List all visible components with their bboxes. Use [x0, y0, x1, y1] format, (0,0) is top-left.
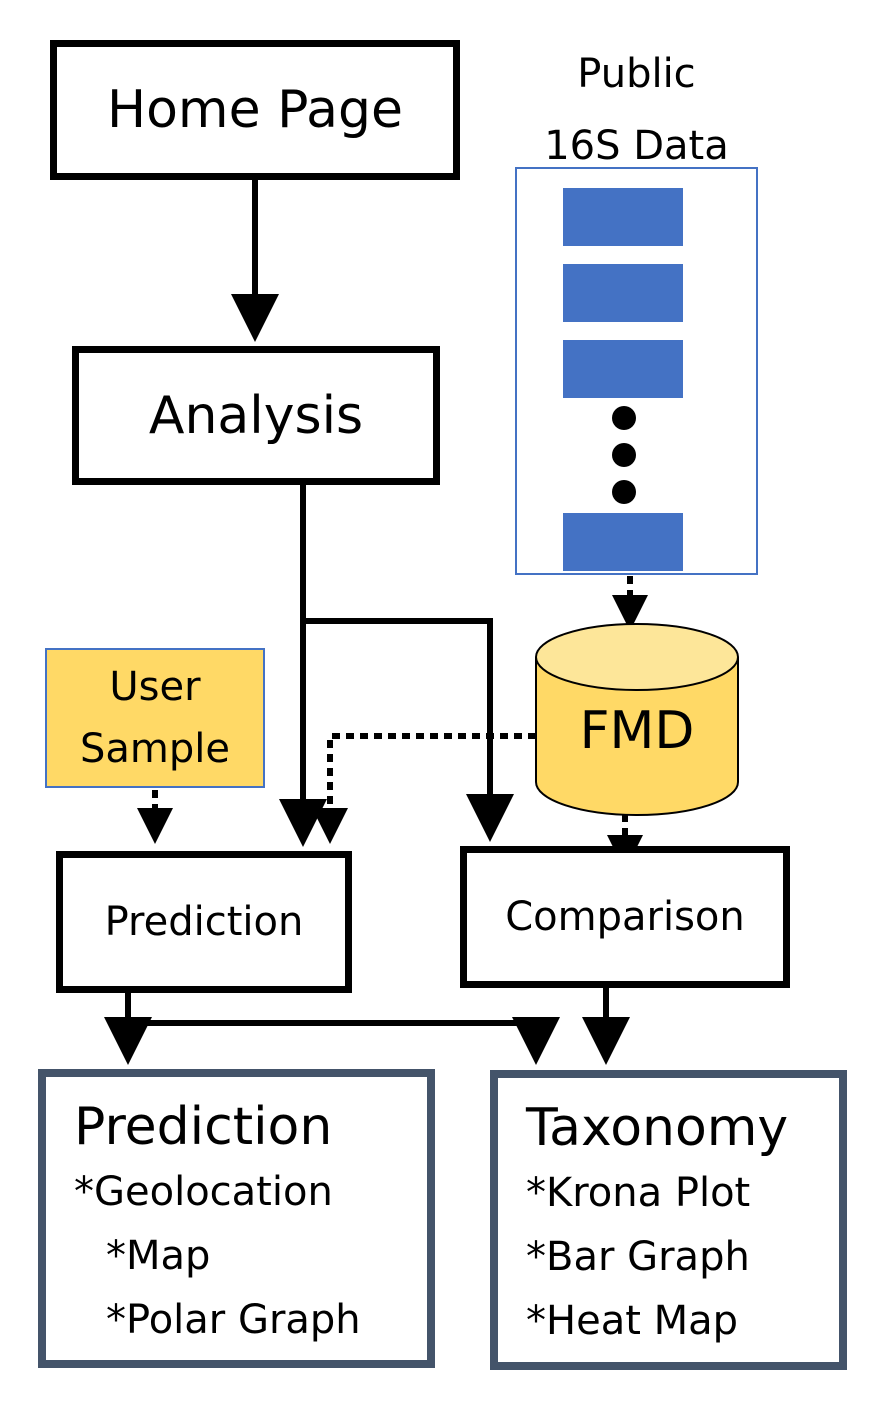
sequence-block [563, 340, 683, 398]
taxonomy-item-krona-plot: *Krona Plot [526, 1170, 751, 1216]
prediction-item-geolocation: *Geolocation [74, 1169, 333, 1215]
sequence-block [563, 188, 683, 246]
comparison-step-box: Comparison [460, 846, 790, 988]
arrow-prediction-taxonomy [128, 1017, 560, 1065]
fmd-database [535, 623, 739, 816]
user-sample-box: User Sample [45, 648, 265, 788]
taxonomy-results-box: Taxonomy *Krona Plot *Bar Graph *Heat Ma… [490, 1070, 847, 1370]
prediction-results-box: Prediction *Geolocation *Map *Polar Grap… [38, 1069, 435, 1368]
public-data-line-1: Public [577, 51, 696, 97]
fmd-cylinder-top [535, 623, 739, 691]
ellipsis-dot [612, 406, 636, 430]
ellipsis-dot [612, 443, 636, 467]
taxonomy-item-bar-graph: *Bar Graph [526, 1234, 750, 1280]
user-sample-line-2: Sample [80, 726, 230, 772]
public-data-title: Public 16S Data [515, 38, 758, 182]
fmd-cylinder-body [535, 657, 739, 816]
prediction-step-label: Prediction [104, 899, 304, 945]
analysis-label: Analysis [148, 385, 364, 446]
prediction-item-map: *Map [106, 1233, 211, 1279]
sequence-block [563, 264, 683, 322]
comparison-step-label: Comparison [505, 894, 745, 940]
public-data-panel [515, 167, 758, 575]
prediction-item-polar-graph: *Polar Graph [106, 1297, 361, 1343]
analysis-box: Analysis [72, 346, 440, 485]
home-page-label: Home Page [107, 80, 403, 140]
sequence-block [563, 513, 683, 571]
ellipsis-dot [612, 480, 636, 504]
taxonomy-results-title: Taxonomy [526, 1098, 789, 1158]
prediction-results-title: Prediction [74, 1097, 333, 1157]
fmd-label: FMD [579, 701, 695, 761]
user-sample-line-1: User [109, 664, 201, 710]
taxonomy-item-heat-map: *Heat Map [526, 1298, 739, 1344]
arrow-fmd-prediction [312, 733, 536, 844]
public-data-line-2: 16S Data [544, 123, 729, 169]
arrow-analysis-comparison [303, 618, 514, 842]
prediction-step-box: Prediction [56, 851, 352, 993]
home-page-box: Home Page [50, 40, 460, 180]
